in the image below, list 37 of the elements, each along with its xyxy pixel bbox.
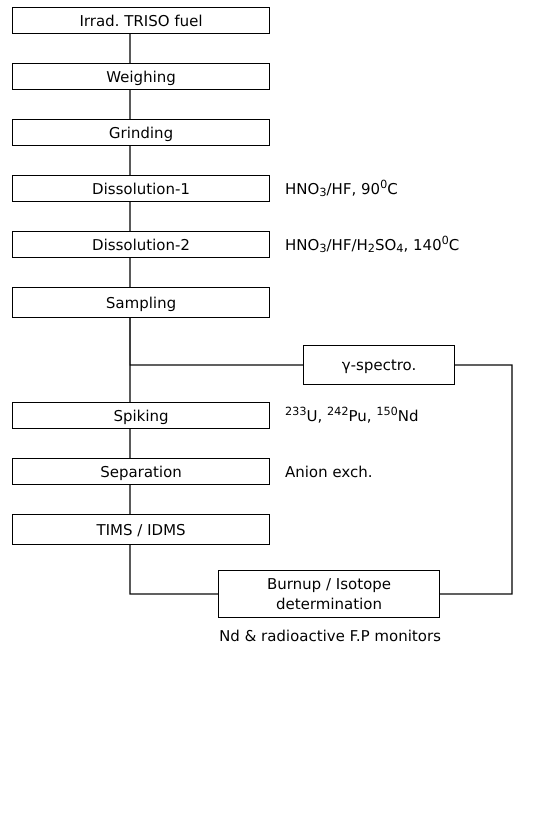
process-box bbox=[303, 345, 455, 385]
step-note: Nd & radioactive F.P monitors bbox=[219, 626, 441, 646]
process-box bbox=[12, 175, 270, 202]
process-box bbox=[12, 231, 270, 258]
connector-line bbox=[129, 202, 131, 231]
connector-line bbox=[129, 34, 131, 63]
process-box bbox=[12, 402, 270, 429]
step-label: TIMS / IDMS bbox=[96, 520, 186, 540]
process-box bbox=[12, 514, 270, 545]
step-label: Separation bbox=[100, 462, 182, 482]
step-label: Grinding bbox=[108, 122, 174, 142]
step-label: Sampling bbox=[106, 292, 176, 312]
connector-line bbox=[129, 258, 131, 287]
step-note: Anion exch. bbox=[285, 462, 372, 482]
step-label: Weighing bbox=[106, 66, 176, 86]
step-note: $^{233}$U, $^{242}$Pu, $^{150}$Nd bbox=[285, 406, 419, 426]
process-box bbox=[12, 287, 270, 318]
step-label: Spiking bbox=[113, 406, 169, 426]
process-box bbox=[218, 570, 440, 618]
connector-line bbox=[129, 146, 131, 175]
step-label: Dissolution-2 bbox=[92, 234, 190, 254]
connector-line bbox=[129, 545, 218, 595]
connector-line bbox=[129, 318, 303, 366]
connector-line bbox=[129, 485, 131, 514]
step-label: γ-spectro. bbox=[342, 355, 416, 375]
connector-line bbox=[129, 429, 131, 458]
step-label: Dissolution-1 bbox=[92, 178, 190, 198]
connector-line bbox=[440, 364, 513, 595]
step-note: HNO$_{3}$/HF, 90$^{0}$C bbox=[285, 178, 398, 198]
step-label: Irrad. TRISO fuel bbox=[79, 10, 203, 30]
step-label: Burnup / Isotope determination bbox=[266, 574, 392, 614]
process-box bbox=[12, 458, 270, 485]
process-box bbox=[12, 63, 270, 90]
process-box bbox=[12, 119, 270, 146]
step-note: HNO$_{3}$/HF/H$_{2}$SO$_{4}$, 140$^{0}$C bbox=[285, 234, 460, 254]
connector-line bbox=[129, 90, 131, 119]
process-box bbox=[12, 7, 270, 34]
